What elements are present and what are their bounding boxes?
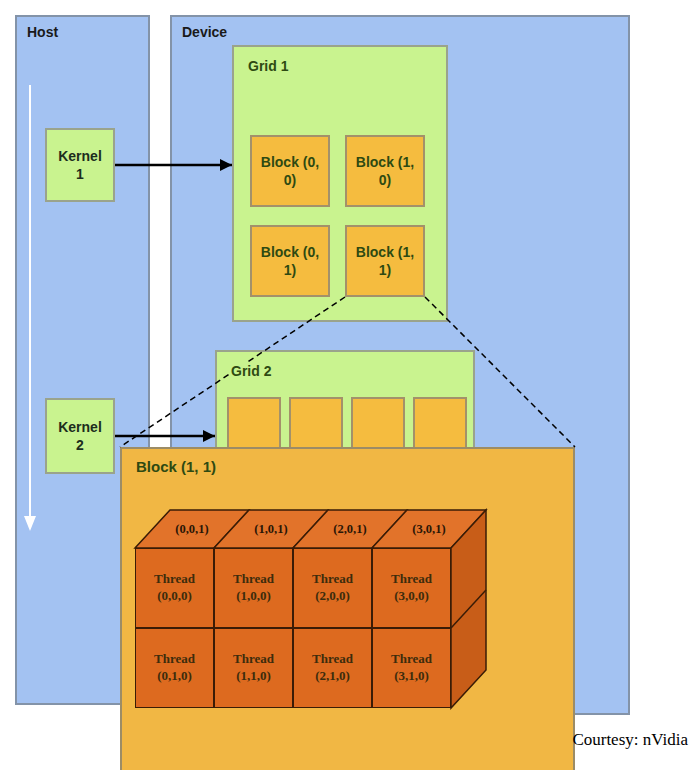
thread-box: Thread (1,1,0) — [214, 628, 293, 708]
thread-box: Thread (0,0,0) — [135, 548, 214, 628]
thread-index-label: (3,0,1) — [412, 521, 445, 537]
thread-index-label: (0,0,1) — [175, 521, 208, 537]
thread-label: Thread (0,1,0) — [144, 651, 206, 685]
grid-label: Grid 1 — [246, 57, 290, 75]
grid-block-outline — [352, 398, 404, 447]
grid-block-outline — [414, 398, 466, 447]
thread-label: Thread (2,1,0) — [302, 651, 364, 685]
credit-holder: Courtesy: nVidia — [572, 730, 688, 750]
thread-box: Thread (0,1,0) — [135, 628, 214, 708]
thread-index-label: (2,0,1) — [333, 521, 366, 537]
host-flow-arrowhead — [24, 516, 36, 531]
block-zoom-panel: Block (1, 1) (0,0,1) (1,0,1) (2,0,1) (3,0,1)… — [120, 447, 575, 770]
block-box: Block (1, 1) — [345, 225, 425, 297]
zoom-label: Block (1, 1) — [136, 457, 216, 477]
thread-box: Thread (2,0,0) — [293, 548, 372, 628]
thread-label: Thread (0,0,0) — [144, 571, 206, 605]
thread-side-edge — [451, 590, 486, 628]
thread-box: Thread (3,0,0) — [372, 548, 451, 628]
block-label: Block (0, 1) — [260, 243, 320, 279]
grid-block-fill — [290, 398, 342, 447]
panel-label: Host — [27, 23, 58, 41]
thread-box: Thread (1,0,0) — [214, 548, 293, 628]
grid-block-fill — [352, 398, 404, 447]
block-label: Block (1, 0) — [355, 153, 415, 189]
host-flow-arrow — [29, 85, 31, 518]
thread-index-label: (1,0,1) — [254, 521, 287, 537]
thread-box: Thread (2,1,0) — [293, 628, 372, 708]
thread-top-face: (3,0,1) — [372, 510, 486, 548]
kernel-box: Kernel 1 — [45, 128, 115, 202]
block-box: Block (0, 0) — [250, 135, 330, 207]
zoom-line — [120, 297, 345, 447]
thread-label: Thread (1,0,0) — [223, 571, 285, 605]
grid-block-outline — [290, 398, 342, 447]
credit-label: Courtesy: nVidia — [572, 730, 688, 750]
thread-box: Thread (3,1,0) — [372, 628, 451, 708]
thread-top-shape — [372, 510, 486, 548]
block-box: Block (1, 0) — [345, 135, 425, 207]
grid-block-fill — [228, 398, 280, 447]
kernel-launch-arrow — [115, 435, 215, 438]
block-box: Block (0, 1) — [250, 225, 330, 297]
grid-block-outline — [228, 398, 280, 447]
thread-side-face — [451, 510, 486, 708]
kernel-launch-arrow — [115, 164, 232, 167]
kernel-label: Kernel 2 — [53, 418, 107, 454]
grid-label: Grid 2 — [229, 362, 273, 380]
grid-block-fill — [414, 398, 466, 447]
thread-label: Thread (3,0,0) — [381, 571, 443, 605]
block-label: Block (0, 0) — [260, 153, 320, 189]
grid-box: Grid 1 Block (0, 0) Block (1, 0) Block (0, … — [232, 45, 448, 322]
panel-label: Device — [182, 23, 227, 41]
zoom-line — [425, 297, 575, 447]
thread-label: Thread (3,1,0) — [381, 651, 443, 685]
block-label: Block (1, 1) — [355, 243, 415, 279]
kernel-box: Kernel 2 — [45, 398, 115, 474]
thread-label: Thread (2,0,0) — [302, 571, 364, 605]
kernel-label: Kernel 1 — [53, 147, 107, 183]
thread-label: Thread (1,1,0) — [223, 651, 285, 685]
